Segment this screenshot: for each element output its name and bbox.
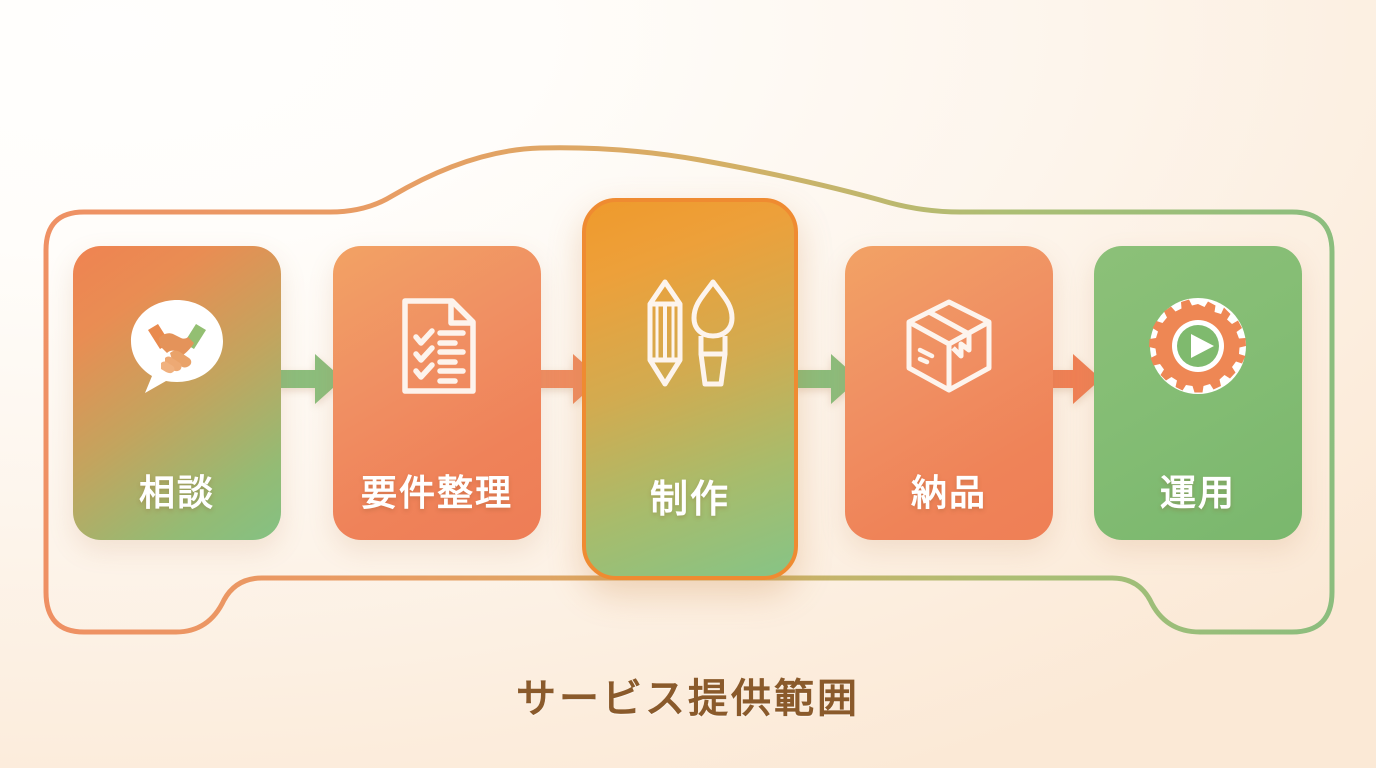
package-box-icon	[897, 294, 1001, 398]
flow-step-label: 制作	[649, 479, 730, 521]
checklist-document-icon	[385, 294, 489, 398]
flow-step-delivery[interactable]: 納品	[845, 246, 1053, 540]
flow-step-consult[interactable]: 相談	[73, 246, 281, 540]
flow-step-requirements[interactable]: 要件整理	[333, 246, 541, 540]
flow-step-label: 要件整理	[360, 472, 513, 513]
flow-step-label: 納品	[910, 472, 987, 513]
diagram-caption: サービス提供範囲	[516, 677, 860, 721]
arrow-production-to-delivery	[795, 354, 859, 404]
flow-step-production[interactable]: 制作	[582, 198, 798, 580]
flow-step-operation[interactable]: 運用	[1094, 246, 1302, 540]
pencil-and-paintbrush-icon	[631, 274, 749, 392]
flow-step-label: 運用	[1159, 472, 1236, 513]
handshake-speech-bubble-icon	[125, 294, 229, 398]
flow-step-label: 相談	[138, 472, 215, 513]
arrow-consult-to-requirements	[279, 354, 343, 404]
arrow-delivery-to-operation	[1037, 354, 1101, 404]
gear-play-icon	[1146, 294, 1250, 398]
